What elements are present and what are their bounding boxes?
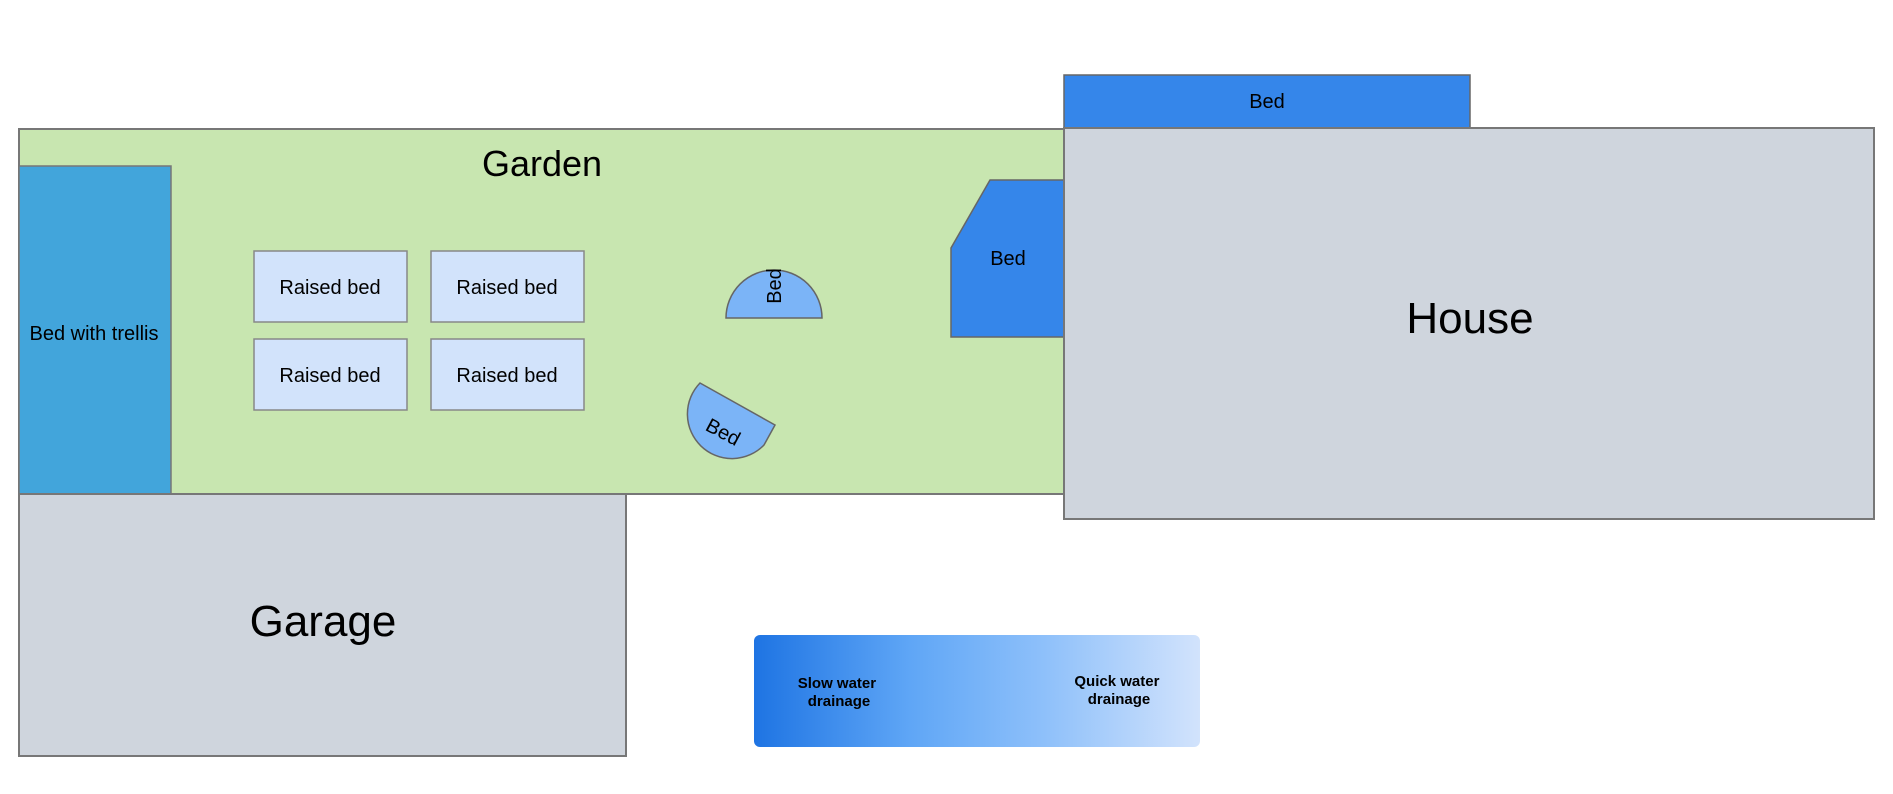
raised-bed-4 (430, 338, 585, 411)
raised-bed-1 (253, 250, 408, 323)
house-label: House (1406, 294, 1533, 343)
garden-label: Garden (482, 143, 602, 184)
raised-bed-1-label: Raised bed (279, 277, 380, 299)
trellis-bed-label: Bed with trellis (30, 323, 159, 345)
side-bed (950, 179, 1066, 338)
half-round-bed-label: Bed (764, 268, 786, 304)
side-bed-label: Bed (990, 248, 1026, 270)
raised-bed-3-label: Raised bed (279, 365, 380, 387)
legend-slow-label: Slow water drainage (798, 675, 881, 710)
drainage-legend (754, 635, 1200, 747)
raised-bed-3 (253, 338, 408, 411)
raised-bed-4-label: Raised bed (456, 365, 557, 387)
trellis-bed (18, 165, 172, 495)
half-round-bed (725, 269, 823, 319)
garage (18, 493, 627, 757)
raised-bed-2-label: Raised bed (456, 277, 557, 299)
top-bed-label: Bed (1249, 91, 1285, 113)
raised-bed-2 (430, 250, 585, 323)
garage-label: Garage (250, 597, 397, 646)
tilted-bed-shape (686, 382, 777, 460)
house (1063, 127, 1875, 520)
legend-quick-label: Quick water drainage (1074, 673, 1163, 708)
